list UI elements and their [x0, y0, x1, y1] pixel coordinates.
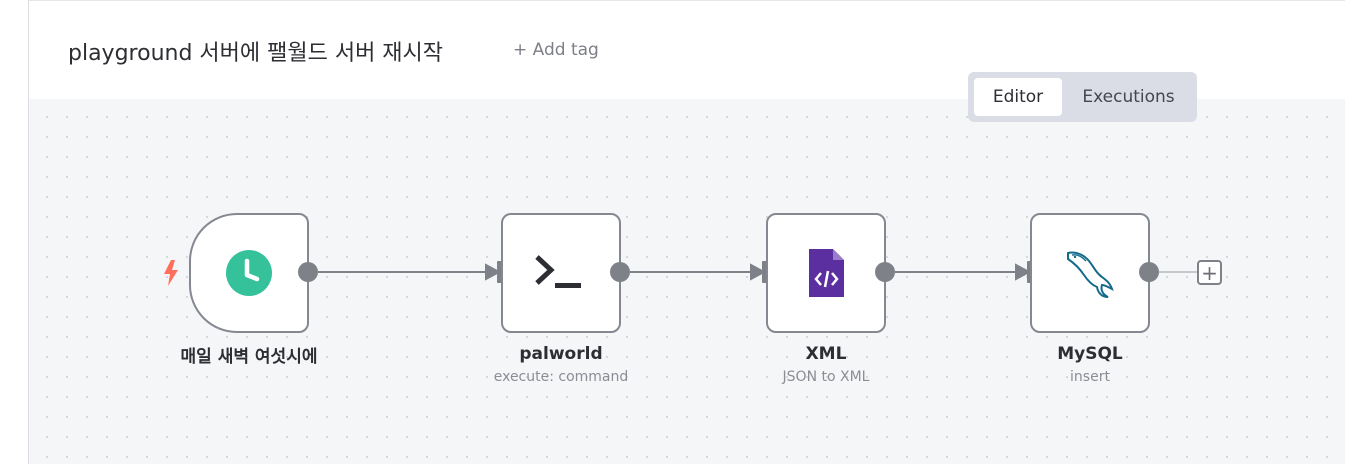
node-label-trigger: 매일 새벽 여섯시에 — [180, 347, 318, 367]
node-subtitle-palworld: execute: command — [493, 369, 629, 385]
add-tag-button[interactable]: + Add tag — [513, 40, 599, 60]
node-label-palworld: palworld — [519, 344, 603, 364]
node-subtitle-mysql: insert — [1070, 369, 1110, 385]
node-xml[interactable] — [766, 213, 886, 333]
mysql-dolphin-icon — [1067, 251, 1114, 298]
view-toggle: Editor Executions — [968, 72, 1197, 122]
clock-icon — [226, 250, 272, 296]
node-label-xml: XML — [805, 344, 847, 364]
xml-file-icon — [809, 249, 844, 297]
node-subtitle-xml: JSON to XML — [782, 369, 870, 385]
trigger-bolt-icon — [164, 260, 178, 286]
terminal-icon — [535, 255, 581, 288]
output-handle[interactable] — [875, 262, 895, 282]
node-schedule-trigger[interactable] — [189, 213, 309, 333]
node-mysql[interactable] — [1030, 213, 1150, 333]
output-handle[interactable] — [1139, 262, 1159, 282]
tab-editor[interactable]: Editor — [974, 78, 1062, 116]
workflow-title[interactable]: playground 서버에 팰월드 서버 재시작 — [68, 41, 444, 66]
node-label-mysql: MySQL — [1057, 344, 1123, 364]
left-sidebar-strip — [0, 0, 29, 464]
tab-executions[interactable]: Executions — [1082, 87, 1175, 107]
output-handle[interactable] — [298, 262, 318, 282]
add-node-button[interactable]: + — [1197, 260, 1222, 285]
workflow-header: playground 서버에 팰월드 서버 재시작 + Add tag — [29, 0, 1345, 100]
node-palworld[interactable] — [501, 213, 621, 333]
output-handle[interactable] — [610, 262, 630, 282]
